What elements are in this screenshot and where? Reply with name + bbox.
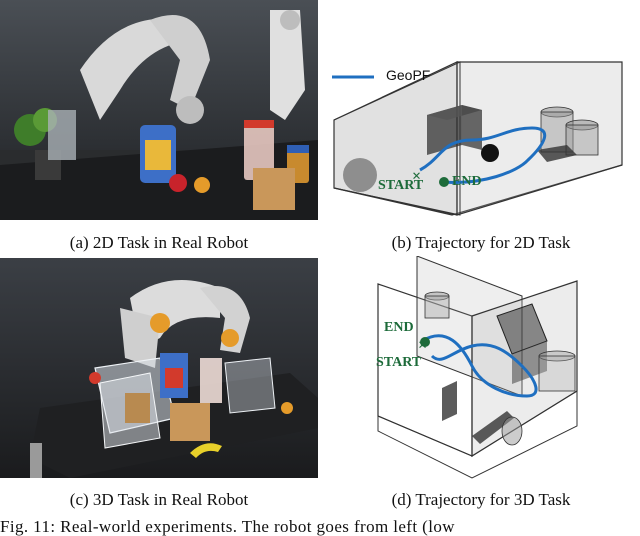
end-marker-3d bbox=[420, 337, 430, 347]
panel-c-caption: (c) 3D Task in Real Robot bbox=[69, 490, 249, 509]
panel-b-start-label: START bbox=[378, 178, 424, 193]
panel-a-caption: (a) 2D Task in Real Robot bbox=[69, 233, 249, 252]
geopf-trajectory bbox=[419, 126, 547, 184]
panel-b-end-label: END bbox=[452, 174, 482, 189]
panel-c-photo bbox=[0, 258, 318, 478]
legend-label: GeoPF bbox=[386, 67, 431, 83]
panel-d-caption: (d) Trajectory for 3D Task bbox=[391, 490, 571, 509]
panel-b-caption: (b) Trajectory for 2D Task bbox=[391, 233, 571, 252]
start-x-marker: × bbox=[412, 168, 421, 185]
panel-d-diagram: × bbox=[322, 256, 640, 482]
sphere-obstacle bbox=[343, 158, 377, 192]
panel-b-diagram: × bbox=[322, 0, 640, 222]
panel-d-start-label: START bbox=[376, 355, 422, 370]
geopf-trajectory-3d bbox=[421, 334, 538, 398]
panel-d-end-label: END bbox=[384, 320, 414, 335]
panel-a-photo bbox=[0, 0, 318, 220]
ball-obstacle bbox=[481, 144, 499, 162]
end-marker bbox=[439, 177, 449, 187]
figure-caption: Fig. 11: Real-world experiments. The rob… bbox=[0, 517, 455, 536]
